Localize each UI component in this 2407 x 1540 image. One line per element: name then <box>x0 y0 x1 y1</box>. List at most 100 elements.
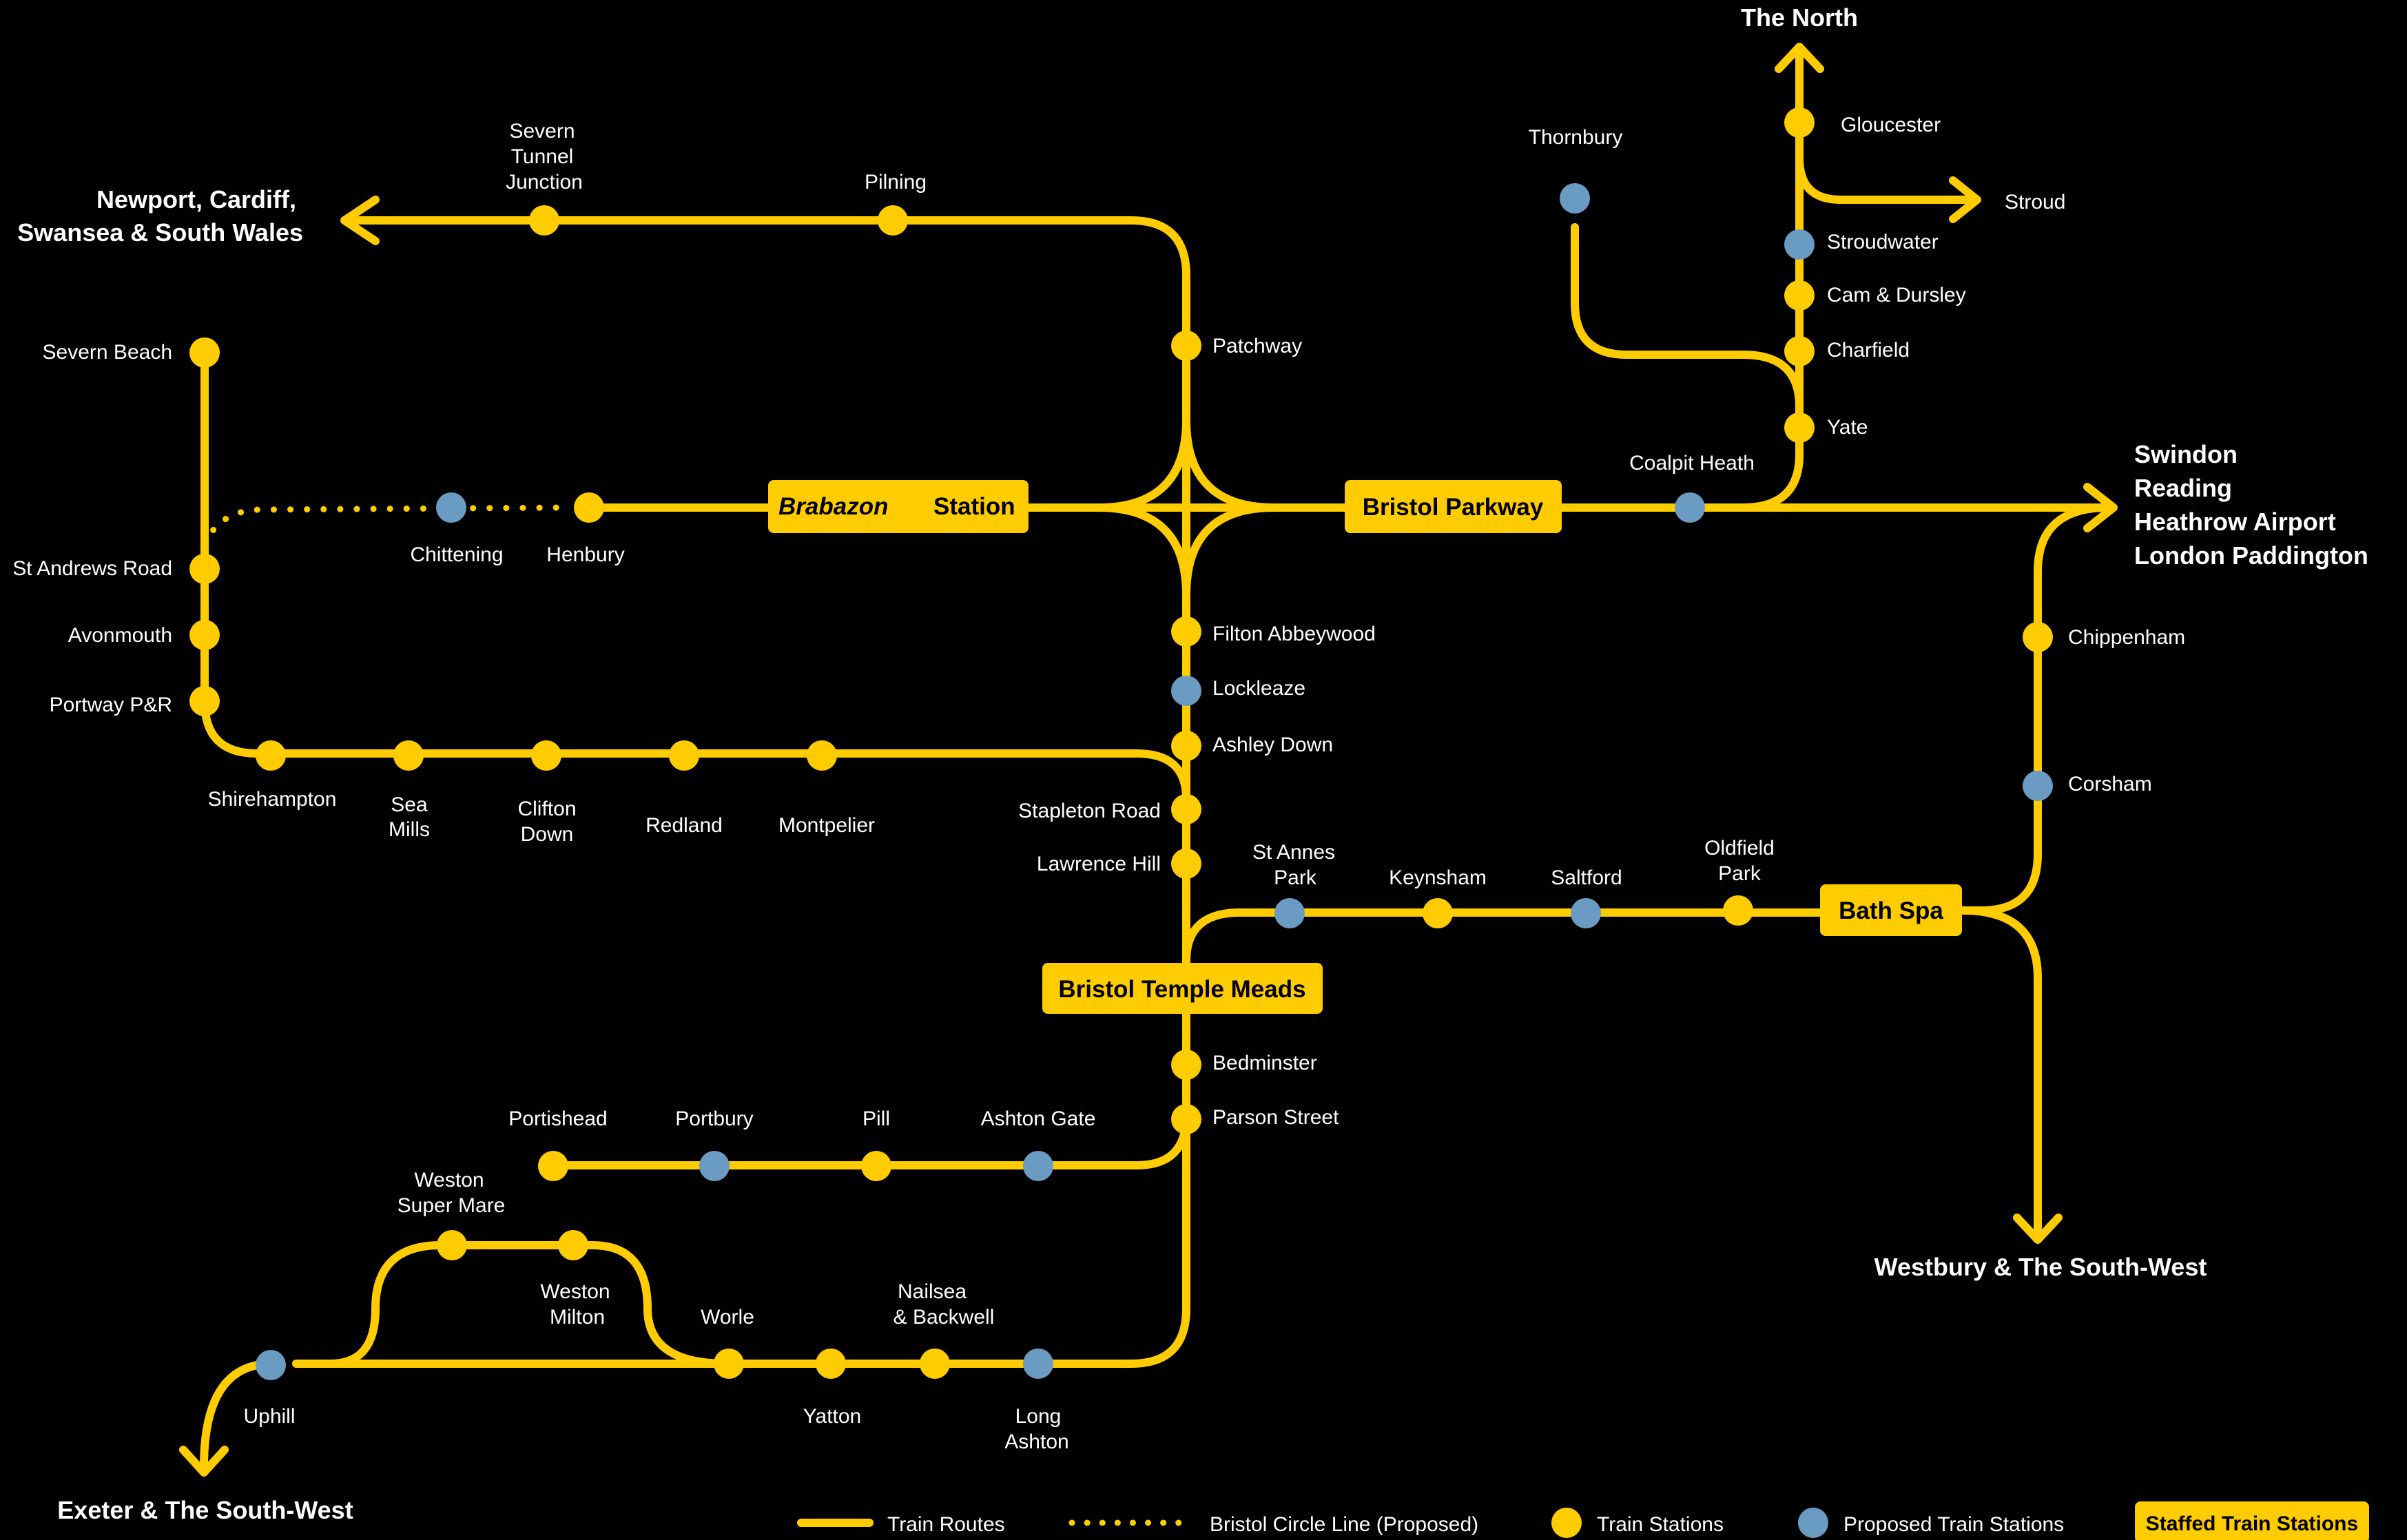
label-weston-milton-2: Milton <box>550 1306 605 1329</box>
hub-parkway[interactable]: Bristol Parkway <box>1345 480 1562 533</box>
dest-westbury: Westbury & The South-West <box>1874 1253 2207 1281</box>
arrow-westbury <box>2013 1214 2063 1244</box>
label-st-andrews-road: St Andrews Road <box>12 557 172 580</box>
label-cam-dursley: Cam & Dursley <box>1827 284 1966 306</box>
arrow-north <box>1775 43 1824 73</box>
station-dot-lockleaze[interactable] <box>1171 676 1201 706</box>
station-dot-yate[interactable] <box>1784 413 1815 443</box>
label-stroudwater: Stroudwater <box>1827 231 1939 253</box>
label-portway: Portway P&R <box>50 694 172 716</box>
dest-reading: Reading <box>2134 474 2232 502</box>
dest-north: The North <box>1741 3 1858 32</box>
station-dot-uphill[interactable] <box>256 1350 286 1380</box>
station-dot-redland[interactable] <box>669 740 699 771</box>
station-dot-saltford[interactable] <box>1571 898 1601 928</box>
hub-temple-meads[interactable]: Bristol Temple Meads <box>1042 963 1323 1014</box>
station-dot-ashley-down[interactable] <box>1171 731 1201 761</box>
station-dots <box>189 107 2053 1380</box>
station-dot-oldfield-park[interactable] <box>1723 895 1753 926</box>
station-dot-severn-beach[interactable] <box>189 337 220 368</box>
hub-box-parkway[interactable] <box>1345 480 1562 533</box>
station-dot-st-andrews-road[interactable] <box>189 554 220 584</box>
station-dot-stroudwater[interactable] <box>1784 229 1815 260</box>
label-chippenham: Chippenham <box>2068 626 2185 649</box>
station-dot-portishead[interactable] <box>538 1151 568 1181</box>
label-severn-tunnel-3: Junction <box>506 171 583 194</box>
station-dot-henbury[interactable] <box>574 492 604 523</box>
label-lawrence-hill: Lawrence Hill <box>1037 853 1161 875</box>
station-dot-long-ashton[interactable] <box>1023 1349 1053 1379</box>
label-st-annes-1: St Annes <box>1252 841 1335 864</box>
label-long-ashton-1: Long <box>1015 1405 1062 1428</box>
label-gloucester: Gloucester <box>1841 114 1941 136</box>
station-dot-portbury[interactable] <box>699 1151 730 1181</box>
arrow-exeter <box>179 1446 229 1477</box>
station-dot-portway[interactable] <box>189 686 220 716</box>
temple-meads-label: Bristol Temple Meads <box>1058 976 1305 1003</box>
station-dot-montpelier[interactable] <box>807 740 837 771</box>
station-dot-shirehampton[interactable] <box>256 740 286 771</box>
station-dot-nailsea[interactable] <box>920 1349 950 1379</box>
label-thornbury: Thornbury <box>1529 126 1623 149</box>
station-dot-weston-milton[interactable] <box>558 1230 588 1260</box>
dest-stroud: Stroud <box>2005 191 2065 214</box>
station-dot-lawrence-hill[interactable] <box>1171 849 1201 879</box>
route-junction-curves <box>1095 339 1278 599</box>
station-dot-cam-dursley[interactable] <box>1784 280 1815 311</box>
station-dot-weston-super-mare[interactable] <box>437 1230 467 1260</box>
hub-brabazon[interactable]: Brabazon Station <box>768 480 1029 533</box>
station-dot-sea-mills[interactable] <box>393 740 424 771</box>
station-dot-filton-abbeywood[interactable] <box>1171 616 1201 647</box>
station-labels: Severn Tunnel Junction Pilning Patchway … <box>12 114 2185 1453</box>
legend-proposed-swatch <box>1798 1508 1828 1538</box>
dest-heathrow: Heathrow Airport <box>2134 508 2336 536</box>
station-dot-ashton-gate[interactable] <box>1023 1151 1053 1181</box>
hub-box-temple-meads[interactable] <box>1042 963 1323 1014</box>
station-dot-avonmouth[interactable] <box>189 620 220 650</box>
route-bath <box>1182 908 1826 965</box>
station-dot-patchway[interactable] <box>1171 331 1201 361</box>
station-dot-keynsham[interactable] <box>1423 898 1453 928</box>
brabazon-station-word: Station <box>933 493 1015 520</box>
station-dot-worle[interactable] <box>714 1349 744 1379</box>
hub-box-bath-spa[interactable] <box>1820 884 1962 936</box>
hub-bath-spa[interactable]: Bath Spa <box>1820 884 1962 936</box>
station-dot-thornbury[interactable] <box>1560 183 1590 214</box>
label-nailsea-2: & Backwell <box>893 1306 995 1329</box>
label-portbury: Portbury <box>675 1107 753 1130</box>
legend-staffed: Staffed Train Stations <box>2146 1512 2358 1535</box>
station-dot-st-annes-park[interactable] <box>1274 898 1305 928</box>
dest-wales-line2: Swansea & South Wales <box>17 218 303 247</box>
station-dot-parson-street[interactable] <box>1171 1104 1201 1134</box>
route-southwest <box>292 1001 1190 1368</box>
label-severn-tunnel-1: Severn <box>509 120 575 143</box>
station-dot-chippenham[interactable] <box>2023 622 2053 652</box>
label-lockleaze: Lockleaze <box>1212 677 1305 700</box>
station-dot-stapleton-road[interactable] <box>1171 794 1201 824</box>
station-dot-bedminster[interactable] <box>1171 1050 1201 1080</box>
legend-routes: Train Routes <box>887 1513 1005 1536</box>
label-nailsea-1: Nailsea <box>898 1280 967 1303</box>
station-dot-severn-tunnel[interactable] <box>529 205 559 236</box>
station-dot-chittening[interactable] <box>436 492 466 523</box>
station-dot-pilning[interactable] <box>878 205 908 236</box>
label-severn-tunnel-2: Tunnel <box>511 145 574 168</box>
hub-box-brabazon[interactable] <box>768 480 1029 533</box>
station-dot-coalpit-heath[interactable] <box>1675 492 1705 523</box>
label-coalpit-heath: Coalpit Heath <box>1629 452 1755 475</box>
label-clifton-down-1: Clifton <box>517 798 576 820</box>
label-yatton: Yatton <box>803 1405 862 1428</box>
station-dot-gloucester[interactable] <box>1784 107 1815 138</box>
label-oldfield-park-1: Oldfield <box>1704 837 1775 860</box>
station-dot-clifton-down[interactable] <box>531 740 561 771</box>
dest-swindon: Swindon <box>2134 440 2238 468</box>
label-sea-mills-1: Sea <box>391 793 428 816</box>
station-dot-corsham[interactable] <box>2023 771 2053 801</box>
label-ashton-gate: Ashton Gate <box>981 1107 1096 1130</box>
station-dot-pill[interactable] <box>861 1151 891 1181</box>
station-dot-charfield[interactable] <box>1784 336 1815 366</box>
label-filton-abbeywood: Filton Abbeywood <box>1212 623 1376 645</box>
station-dot-yatton[interactable] <box>816 1349 846 1379</box>
label-shirehampton: Shirehampton <box>208 788 337 811</box>
